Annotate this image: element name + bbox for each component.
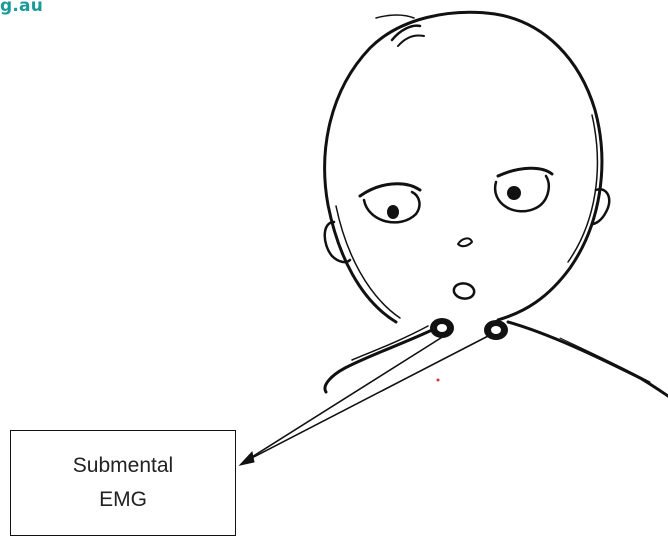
pointer-line-left: [244, 336, 444, 462]
label-line-2: EMG: [99, 483, 147, 517]
emg-electrode-right: [484, 320, 508, 340]
left-eye-upper: [360, 184, 420, 196]
label-text: Submental EMG: [73, 449, 173, 517]
emg-electrode-left: [430, 318, 454, 338]
hair-strand: [376, 15, 414, 18]
right-shoulder: [508, 322, 668, 396]
mouth: [454, 283, 474, 298]
red-dot: [437, 379, 440, 382]
left-pupil: [387, 205, 399, 219]
arrowhead: [240, 452, 254, 465]
left-shoulder: [325, 330, 432, 392]
right-eye-upper: [498, 168, 552, 176]
label-line-1: Submental: [73, 449, 173, 483]
head-outline: [325, 12, 602, 322]
right-pupil: [507, 186, 521, 200]
right-eye-outline: [495, 176, 549, 211]
hair-strand: [398, 35, 424, 46]
nose: [458, 238, 472, 246]
label-box: Submental EMG: [10, 430, 236, 536]
